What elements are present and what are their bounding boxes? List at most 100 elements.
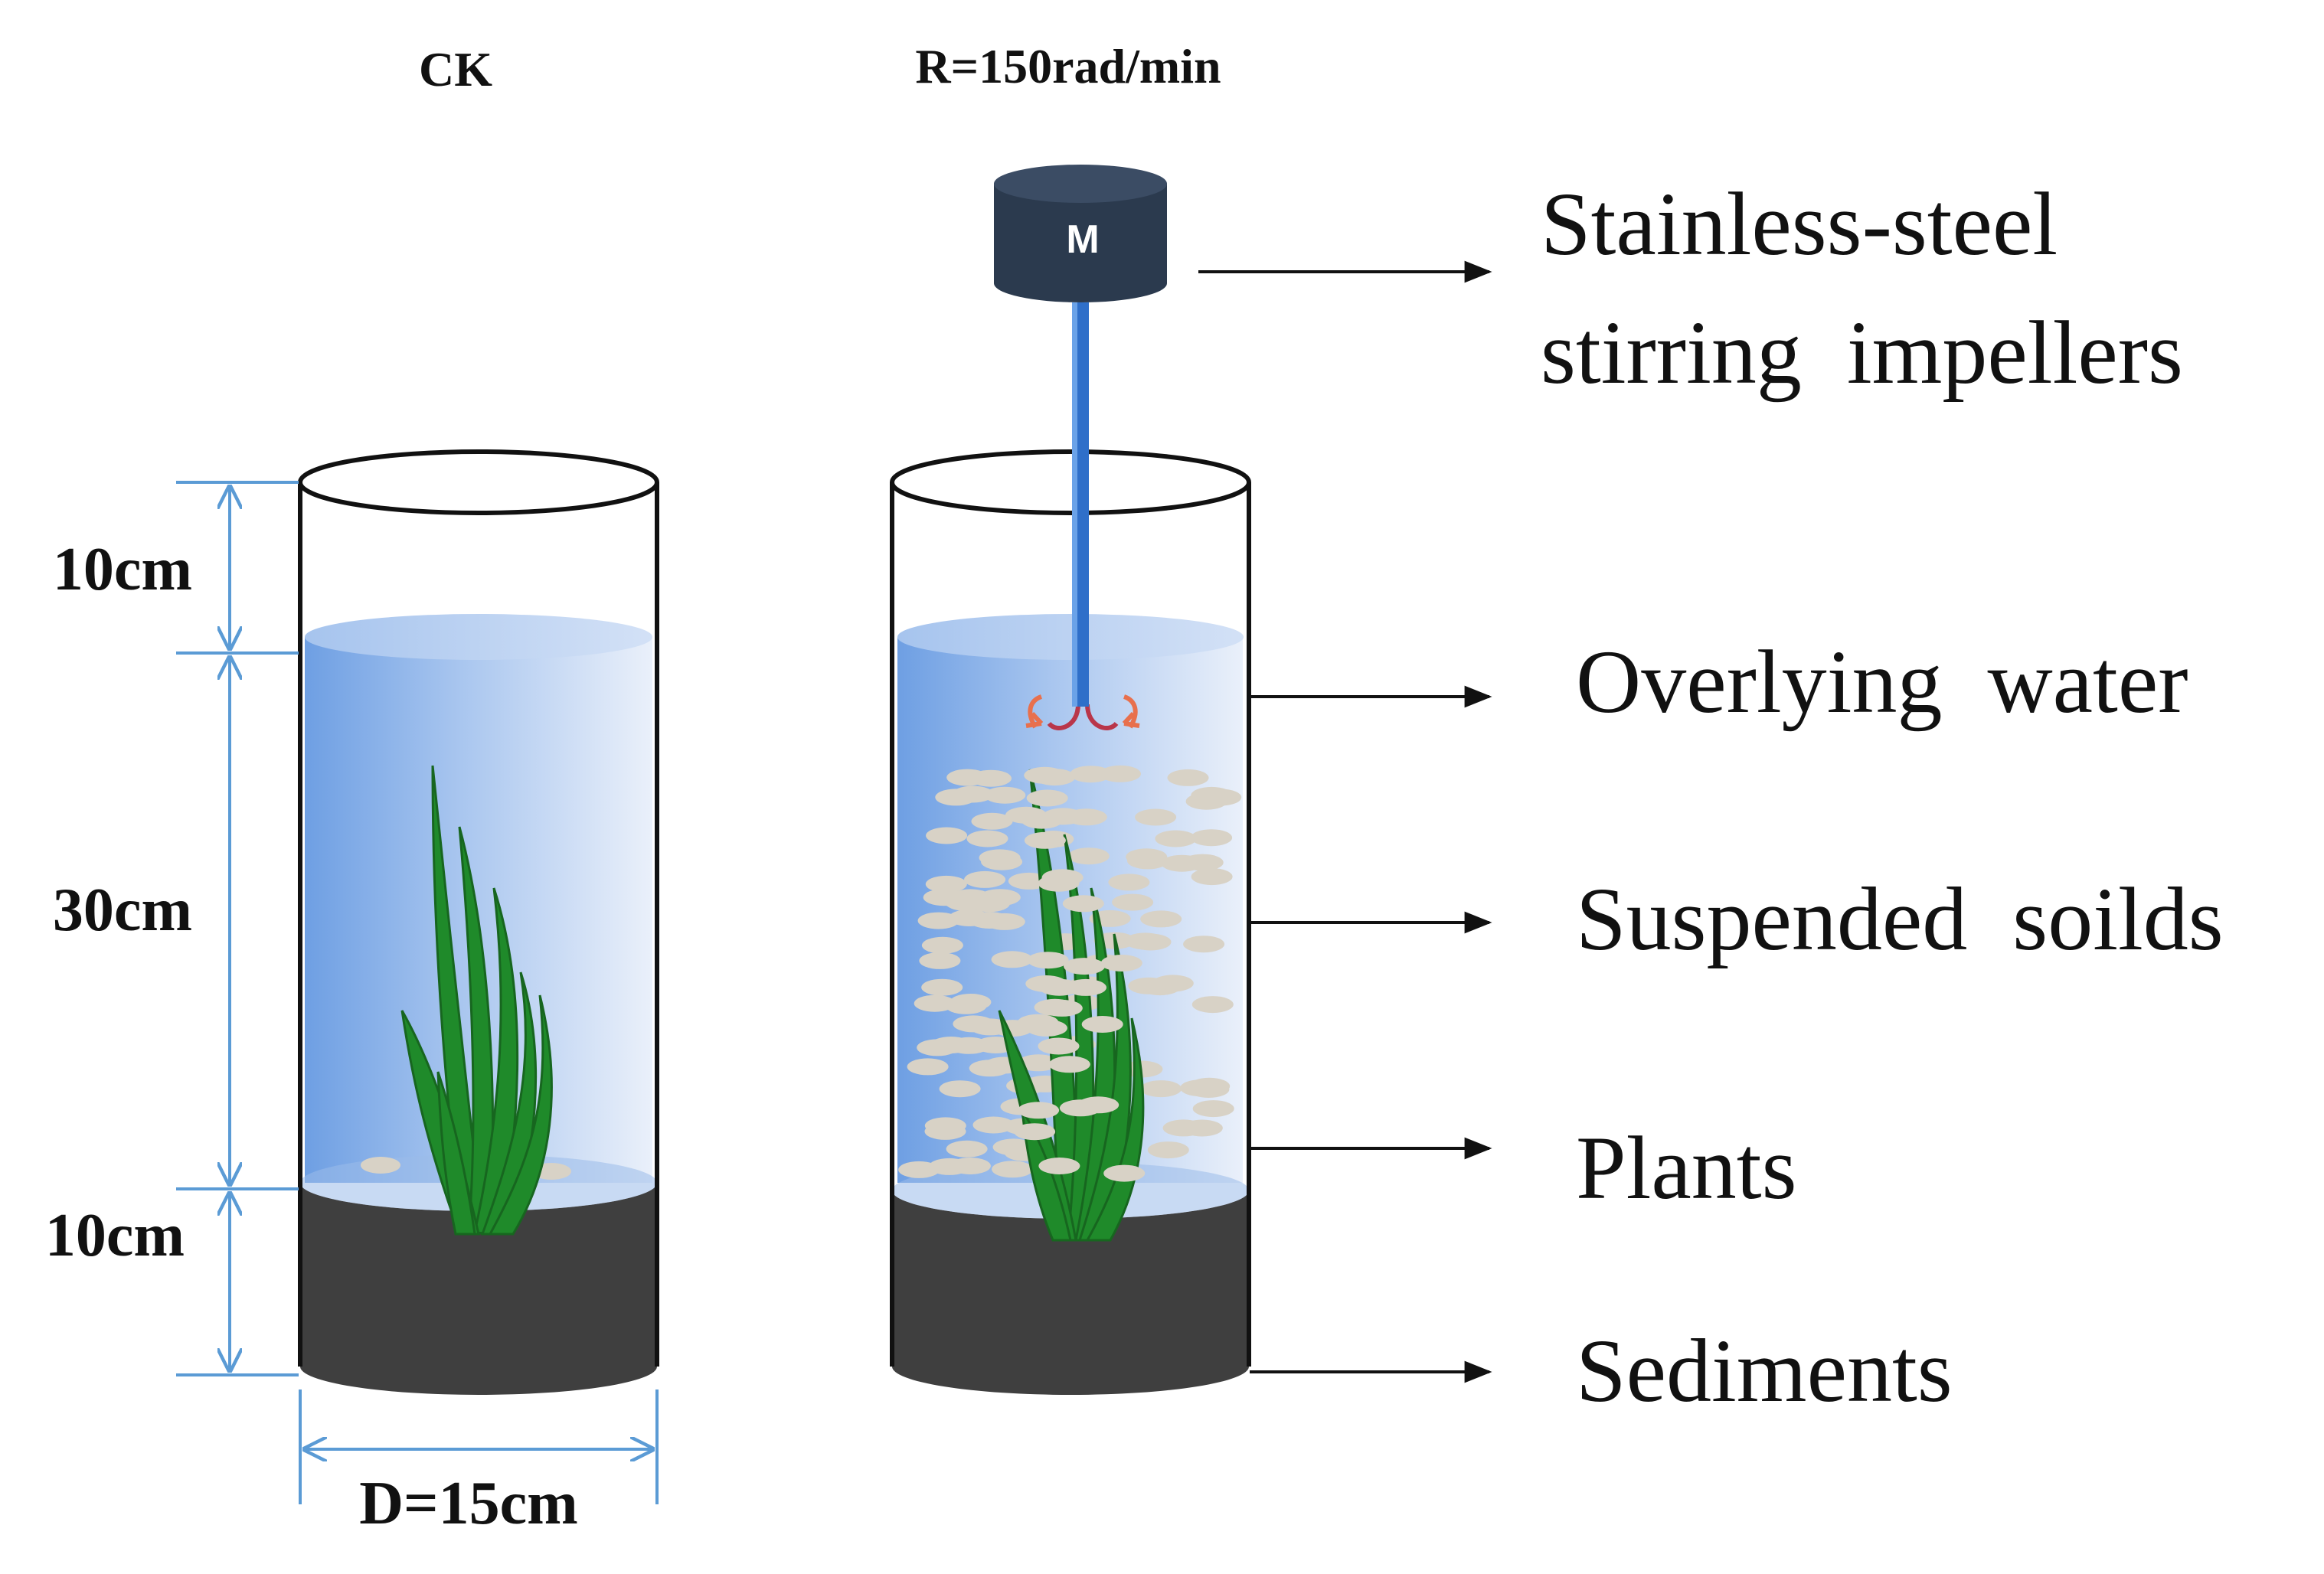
suspended-particle [1180,1079,1222,1097]
suspended-particle [1025,1019,1067,1037]
suspended-particle [1155,830,1197,847]
suspended-particle [1103,1164,1146,1182]
suspended-particle [1200,789,1242,806]
suspended-particle [948,909,990,926]
suspended-particle [943,892,985,909]
control-cylinder [298,449,659,1395]
suspended-particle [1191,868,1233,886]
suspended-particle [1147,1141,1189,1159]
suspended-particles [898,765,1242,1178]
suspended-particle [1162,1119,1204,1137]
suspended-particle [964,870,1006,888]
suspended-particle [1018,1102,1060,1119]
label-impeller-line2: stirring impellers [1541,302,2183,403]
suspended-particle [1021,811,1063,829]
suspended-particle [992,1161,1034,1178]
suspended-particle [935,789,977,806]
suspended-particle [953,1015,995,1033]
callout-arrows [1198,260,1492,1383]
label-impeller-line1: Stainless-steel [1541,174,2058,274]
suspended-particle [1024,766,1066,784]
suspended-particle [1128,977,1170,994]
label-overlying-water: Overlying water [1576,632,2188,732]
control-water-surface [305,614,652,660]
suspended-particle [1018,1054,1059,1072]
suspended-particle [1100,955,1142,972]
treatment-rim [890,449,1251,515]
suspended-particle [1027,952,1069,969]
suspended-particle [984,786,1026,804]
suspended-particle [966,830,1008,847]
suspended-particle [907,1058,949,1076]
suspended-particle [919,952,961,969]
suspended-particle [1065,978,1106,996]
suspended-particles-front [1005,766,1154,1182]
suspended-particle [925,875,967,893]
impeller-blades [1025,694,1140,730]
suspended-particle [981,853,1023,870]
suspended-particle [921,978,963,996]
label-sediments: Sediments [1576,1321,1953,1421]
suspended-particle [1038,1037,1080,1055]
label-suspended-solids: Suspended soilds [1576,869,2224,969]
suspended-particle [1041,999,1083,1017]
control-water [305,637,652,1183]
suspended-particle [1191,829,1233,847]
control-rim [298,449,659,515]
suspended-particle [1024,831,1066,849]
suspended-particle [1014,1123,1056,1141]
stirrer-assembly: M [994,165,1167,707]
suspended-particle [969,1060,1011,1077]
suspended-particle [949,1158,991,1174]
dimension-top-gap: 10cm [53,536,192,603]
suspended-particle [1025,975,1067,992]
suspended-particle [991,951,1033,968]
suspended-particle [1062,895,1104,913]
suspended-particle [1070,766,1112,783]
suspended-particle [1191,996,1234,1014]
suspended-particle [1067,847,1110,865]
suspended-particle [992,1138,1035,1156]
suspended-particle [930,1037,972,1053]
suspended-particle [1026,789,1068,807]
suspended-particle [1108,874,1150,891]
dimension-lines [176,481,659,1504]
suspended-particle [1192,1100,1234,1118]
dimension-sediment-depth: 10cm [45,1202,185,1269]
dimension-water-depth: 30cm [53,877,192,944]
suspended-particle [1140,1080,1182,1098]
suspended-particle [1038,1158,1080,1174]
suspended-particle [971,812,1013,830]
suspended-particle [1167,769,1209,786]
control-heading: CK [419,42,492,96]
suspended-particle [1183,936,1225,953]
suspended-particle [1041,869,1084,887]
control-plant [400,765,553,1236]
suspended-particle [926,827,968,844]
suspended-particle [1182,854,1224,871]
suspended-particle [1124,932,1166,950]
suspended-particle [1081,1016,1123,1033]
control-sediment [300,1183,657,1395]
suspended-particle [946,1140,988,1158]
suspended-particle [914,994,956,1012]
treatment-cylinder [890,449,1251,1395]
suspended-particle [972,1116,1015,1134]
treatment-heading: R=150rad/min [915,39,1221,93]
suspended-particle [1140,910,1182,928]
suspended-particle [950,994,992,1011]
suspended-particle [1112,893,1154,911]
suspended-particle [1064,958,1105,975]
suspended-particle [1135,808,1177,826]
suspended-particle [1100,765,1141,782]
suspended-particle [1048,1056,1090,1073]
dimension-diameter: D=15cm [359,1470,578,1537]
suspended-particle [924,1122,966,1140]
suspended-particle [917,912,959,929]
label-plants: Plants [1576,1118,1797,1218]
suspended-particle [939,1080,981,1098]
treatment-water-surface [897,614,1244,660]
suspended-particle [1127,852,1169,870]
motor-icon: M [994,165,1167,302]
